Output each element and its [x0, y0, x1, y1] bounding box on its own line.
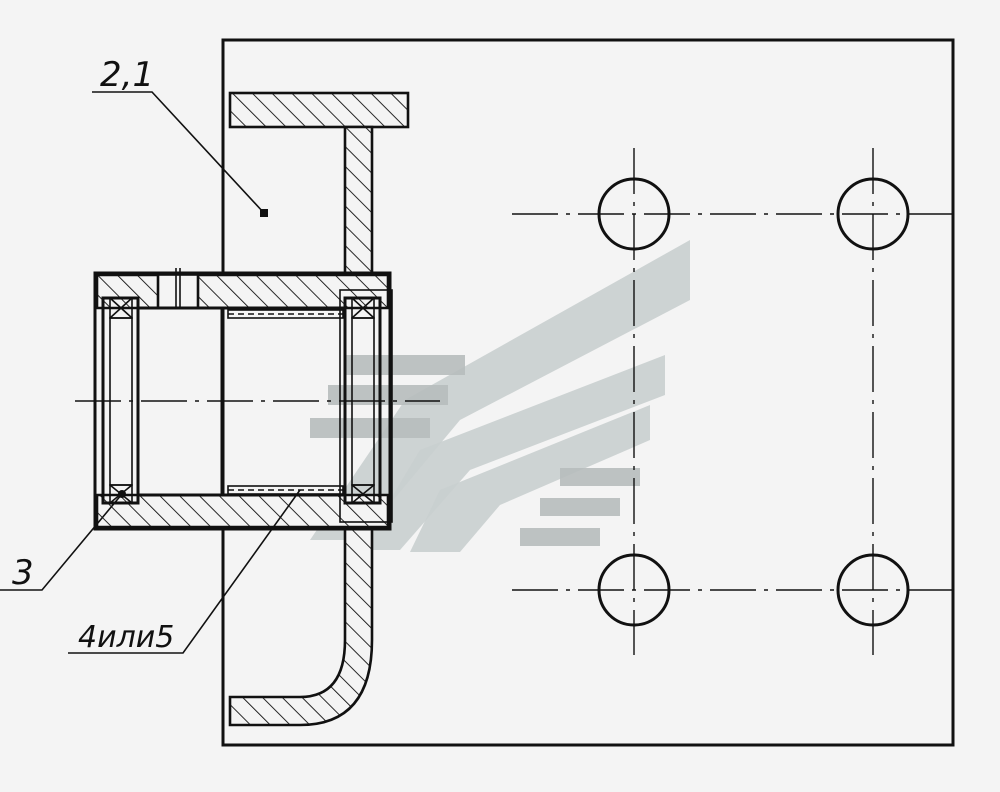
grease-hole: [157, 274, 199, 309]
left-seal-cross-top: [109, 297, 133, 319]
bolt-hole: [597, 553, 671, 627]
bolt-hole: [836, 553, 910, 627]
needle-bearing-top: [227, 309, 344, 319]
bracket-web-lower: [228, 520, 374, 727]
right-seal-cross-bottom: [351, 484, 375, 504]
seal-cross: [351, 297, 375, 319]
bracket-top-flange: [228, 91, 410, 129]
watermark-bar-2: [328, 385, 448, 405]
housing-top-wall-right: [196, 273, 390, 310]
left-seal-cross-bottom: [109, 484, 133, 504]
bracket-web-upper: [343, 125, 374, 284]
bushing-housing: [93, 271, 392, 531]
callout-2-1: 2,1: [100, 55, 154, 95]
watermark-stripe-3: [410, 405, 650, 552]
seal-cross: [109, 297, 133, 319]
watermark-bar-1: [345, 355, 465, 375]
bolt-hole: [597, 177, 671, 251]
callout-4-5: 4или5: [78, 620, 174, 655]
right-seal-cross-top: [351, 297, 375, 319]
callout-3: 3: [12, 553, 34, 593]
seal-cross: [351, 484, 375, 504]
leader-2-1: [92, 91, 265, 214]
watermark-bar-3: [310, 418, 430, 438]
watermark-bar-5: [540, 498, 620, 516]
leader-3: [0, 493, 123, 591]
bolt-hole: [836, 177, 910, 251]
right-cap-outline: [339, 289, 393, 523]
watermark-bar-6: [520, 528, 600, 546]
watermark-bar-4: [560, 468, 640, 486]
watermark-logo: [310, 240, 690, 552]
needle-bearing-bottom: [227, 485, 344, 495]
leader-4-5: [68, 489, 301, 654]
watermark-stripe-1: [310, 240, 690, 540]
